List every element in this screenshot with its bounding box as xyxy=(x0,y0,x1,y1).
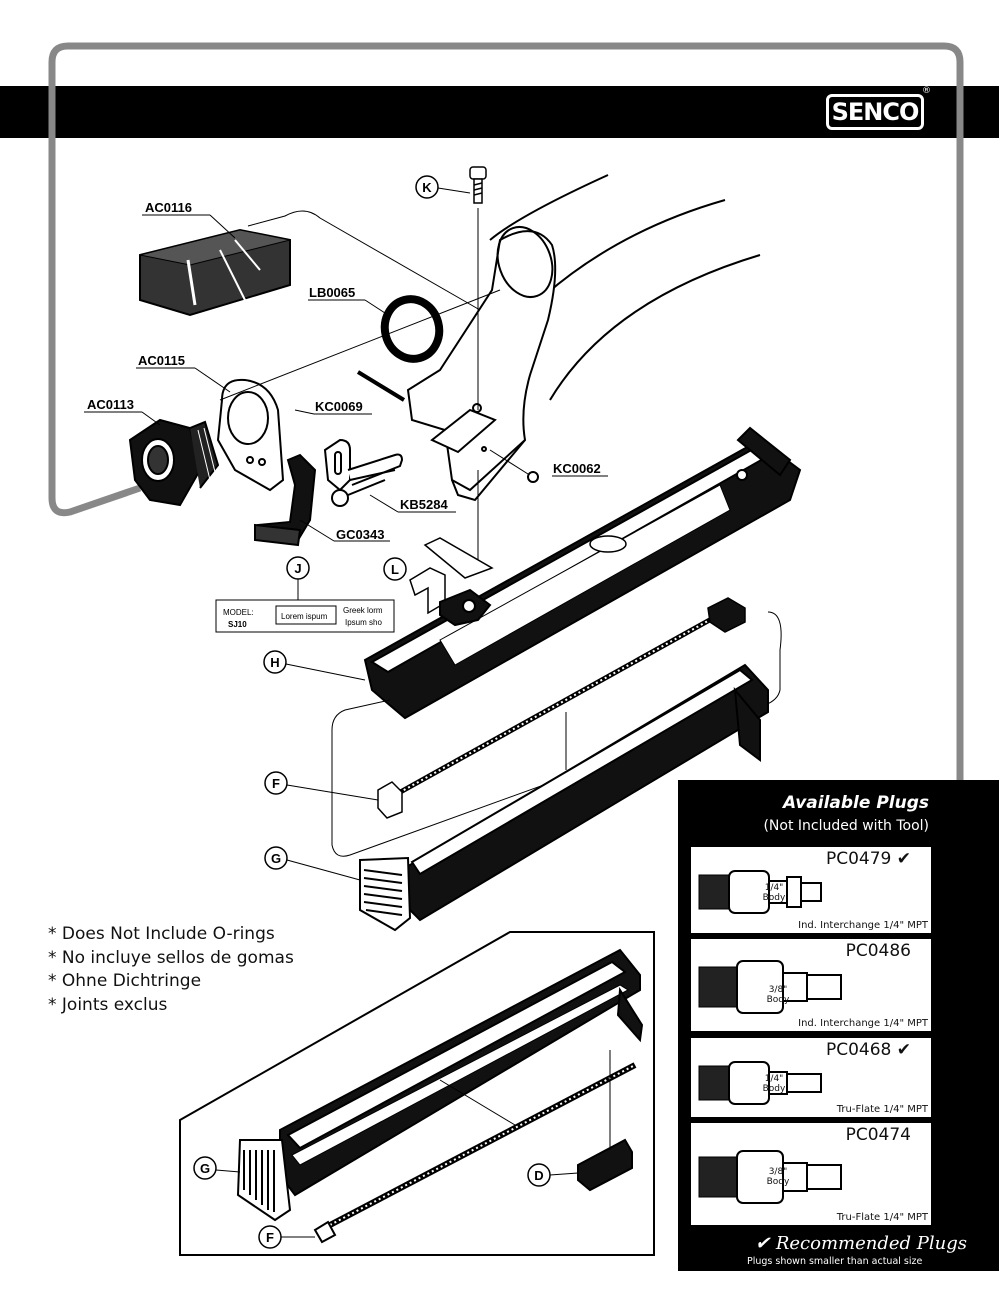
plug-card: PC0486 3/8"Body Ind. Interchange 1/4" MP… xyxy=(690,938,932,1032)
callout-h: H xyxy=(270,655,279,670)
plug-code: PC0474 xyxy=(845,1125,911,1145)
plug-icon xyxy=(698,1150,842,1204)
plug-icon xyxy=(698,960,842,1014)
callout-g: G xyxy=(271,851,281,866)
kc0062-nut xyxy=(527,471,539,483)
plug-card: PC0479 ✔ 1/4"Body Ind. Interchange 1/4" … xyxy=(690,846,932,934)
callout-l: L xyxy=(391,562,399,577)
pusher-rod xyxy=(377,597,746,819)
model-box-text: Lorem ispum xyxy=(281,612,328,621)
plug-body-label: 1/4"Body xyxy=(762,1074,786,1094)
plug-icon xyxy=(698,1061,822,1105)
plug-card: PC0468 ✔ 1/4"Body Tru-Flate 1/4" MPT xyxy=(690,1037,932,1118)
ac0115-plate xyxy=(216,378,285,492)
plugs-panel-title: Available Plugs xyxy=(782,793,929,813)
model-label: MODEL: xyxy=(223,608,254,617)
note-item: * Does Not Include O-rings xyxy=(48,924,275,944)
notes-list: * Does Not Include O-rings * No incluye … xyxy=(48,923,294,1017)
kc0069-pin xyxy=(356,370,406,402)
recommended-check-icon: ✔ xyxy=(896,849,911,869)
tool-handle xyxy=(406,174,761,560)
callout-f: F xyxy=(272,776,280,791)
lower-channel xyxy=(359,663,769,932)
l-clip xyxy=(409,537,494,615)
senco-logo: SENCO xyxy=(826,94,924,130)
model-right-line1: Greek lorm xyxy=(343,606,383,615)
plug-description: Tru-Flate 1/4" MPT xyxy=(836,1212,928,1223)
model-value: SJ10 xyxy=(228,620,247,629)
magazine-top-rail xyxy=(363,426,802,720)
kb5284-latch xyxy=(323,438,404,507)
callout-k: K xyxy=(422,180,432,195)
plug-code: PC0486 xyxy=(845,941,911,961)
plug-body-label: 1/4"Body xyxy=(762,883,786,903)
plug-card: PC0474 3/8"Body Tru-Flate 1/4" MPT xyxy=(690,1122,932,1226)
plug-body-label: 3/8"Body xyxy=(766,1167,790,1187)
part-kc0062-label: KC0062 xyxy=(553,461,601,476)
plug-icon xyxy=(698,870,822,914)
plug-body-label: 3/8"Body xyxy=(766,985,790,1005)
callout-d: D xyxy=(534,1168,543,1183)
plug-code: PC0479 ✔ xyxy=(825,849,911,869)
model-right-line2: Ipsum sho xyxy=(345,618,382,627)
recommended-plugs-legend: ✔ Recommended Plugs xyxy=(755,1233,967,1254)
gc0343-guide xyxy=(254,453,317,547)
lb0065-oring xyxy=(380,295,444,363)
inset-magazine xyxy=(236,948,644,1244)
callout-j: J xyxy=(294,561,301,576)
ac0113-fitting xyxy=(128,418,220,507)
part-kc0069-label: KC0069 xyxy=(315,399,363,414)
recommended-check-icon: ✔ xyxy=(755,1233,771,1254)
part-ac0113-label: AC0113 xyxy=(87,397,134,412)
part-lb0065-label: LB0065 xyxy=(309,285,355,300)
frame-outline xyxy=(48,42,964,1146)
registered-mark: ® xyxy=(922,86,931,96)
callout-f-inset: F xyxy=(266,1230,274,1245)
recommended-check-icon: ✔ xyxy=(896,1040,911,1060)
note-item: * Joints exclus xyxy=(48,994,168,1015)
plugs-panel-subtitle: (Not Included with Tool) xyxy=(763,818,929,834)
callout-g-inset: G xyxy=(200,1161,210,1176)
part-ac0115-label: AC0115 xyxy=(138,353,185,368)
part-gc0343-label: GC0343 xyxy=(336,527,384,542)
ac0116-filter xyxy=(139,228,291,317)
plug-description: Ind. Interchange 1/4" MPT xyxy=(798,920,928,931)
plugs-size-footnote: Plugs shown smaller than actual size xyxy=(747,1256,923,1267)
plug-description: Tru-Flate 1/4" MPT xyxy=(836,1104,928,1115)
k-screw xyxy=(469,166,487,204)
plug-code: PC0468 ✔ xyxy=(825,1040,911,1060)
note-item: * No incluye sellos de gomas xyxy=(48,947,294,968)
note-item: * Ohne Dichtringe xyxy=(48,971,202,991)
part-kb5284-label: KB5284 xyxy=(400,497,448,512)
part-ac0116-label: AC0116 xyxy=(145,200,192,215)
plug-description: Ind. Interchange 1/4" MPT xyxy=(798,1018,928,1029)
